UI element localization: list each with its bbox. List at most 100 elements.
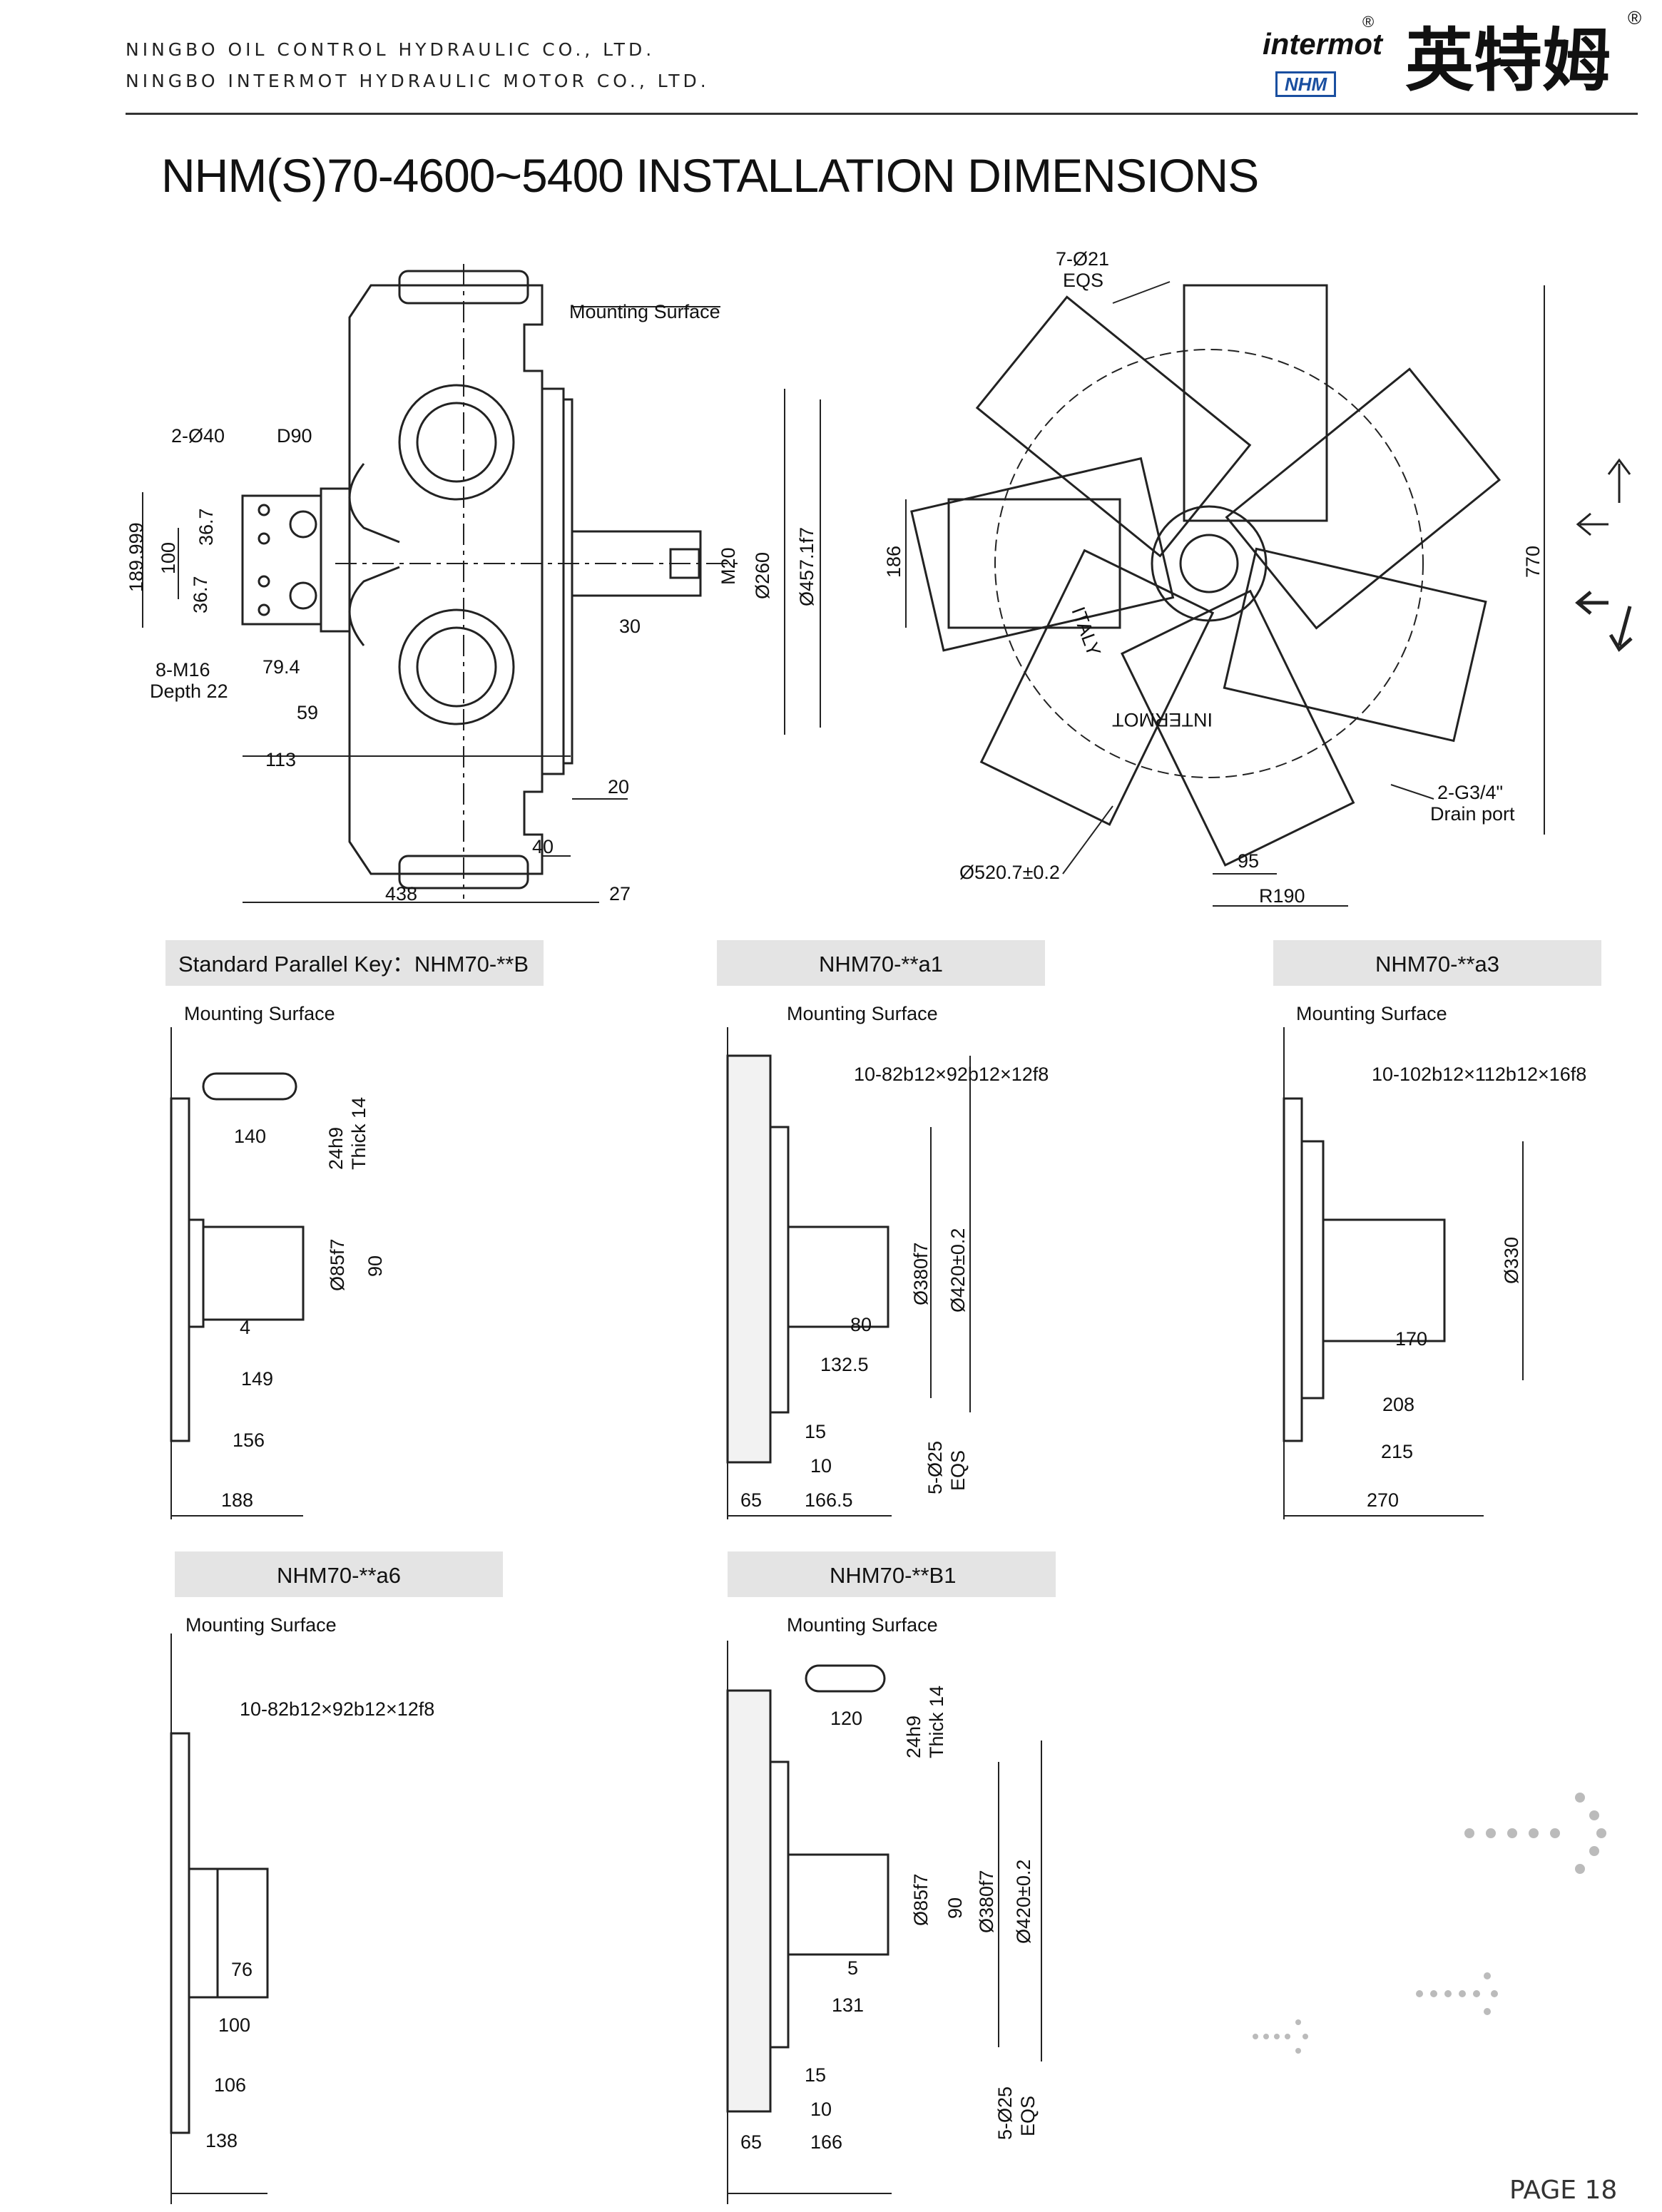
drain-label-2: Drain port [1430, 803, 1515, 825]
detail-b1-eqs: EQS [1017, 2096, 1039, 2136]
spline-shaft [1322, 1218, 1446, 1342]
detail-b1-mounting-surface: Mounting Surface [787, 1614, 938, 1636]
detail-b1-dim-65: 65 [740, 2131, 762, 2153]
shaft [787, 1853, 889, 1956]
port-hole-a [289, 510, 317, 539]
detail-a3-mounting-surface: Mounting Surface [1296, 1003, 1447, 1024]
bolt-hole [258, 603, 270, 616]
cylinder-arm [1183, 284, 1328, 522]
arrow-solid-icon [1575, 591, 1609, 615]
cylinder-arm [1120, 589, 1355, 867]
company-names: NINGBO OIL CONTROL HYDRAULIC CO., LTD. N… [126, 34, 710, 97]
arrow-outline-icon [1576, 512, 1609, 536]
dim-260-label: Ø260 [752, 552, 773, 599]
port-block-adapter [320, 487, 351, 633]
ports-label: 2-Ø40 [171, 425, 225, 447]
brand-logo: intermot ® NHM 英特姆 ® [1263, 7, 1648, 114]
detail-a1-dim-15: 15 [805, 1421, 826, 1442]
flange-step [769, 1126, 790, 1414]
dim-113-label: 113 [265, 749, 296, 770]
dim-438-label: 438 [385, 883, 417, 904]
front-view [905, 281, 1545, 907]
cylinder-cap-bottom [398, 608, 515, 725]
brand-badge: NHM [1275, 71, 1337, 97]
detail-b1-dim-131: 131 [832, 1994, 864, 2016]
detail-a6-title: NHM70-**a6 [277, 1563, 401, 1588]
page-number: PAGE 18 [1509, 2176, 1618, 2205]
detail-a1-spline: 10-82b12×92b12×12f8 [854, 1064, 1049, 1085]
detail-b-key-thick: Thick 14 [348, 1097, 369, 1170]
arrow-solid-icon [1609, 606, 1633, 652]
flange [170, 1097, 190, 1442]
detail-b1-dim-120: 120 [830, 1708, 862, 1729]
dim-79-label: 79.4 [262, 656, 300, 678]
detail-a1-dim-166: 166.5 [805, 1489, 853, 1511]
detail-a6-title-band [175, 1551, 503, 1597]
bolt-circle [994, 349, 1424, 778]
dim-59-label: 59 [297, 702, 318, 723]
d90-label: D90 [277, 425, 312, 447]
detail-a1-dim-65: 65 [740, 1489, 762, 1511]
detail-b-title: Standard Parallel Key：NHM70-**B [178, 952, 529, 977]
motor-body [348, 284, 544, 875]
drain-leader [1390, 784, 1434, 800]
depth-label: Depth 22 [150, 681, 228, 702]
eqs-label: EQS [1063, 270, 1103, 291]
detail-b1-dim-166: 166 [810, 2131, 842, 2153]
holes-label: 7-Ø21 [1056, 248, 1109, 270]
detail-a3-title-band [1273, 940, 1601, 986]
detail-a1-dim-420: Ø420±0.2 [947, 1228, 969, 1313]
holes-leader [1112, 281, 1171, 304]
brand-wordmark: intermot [1263, 27, 1382, 61]
detail-a1-title-band [717, 940, 1045, 986]
detail-a3-dim-215: 215 [1381, 1441, 1413, 1462]
shaft-end [1179, 534, 1239, 593]
port-hole-b [289, 581, 317, 610]
detail-b-dim-4: 4 [240, 1317, 250, 1338]
drain-label-1: 2-G3/4" [1437, 782, 1503, 803]
detail-a1-eqs: EQS [947, 1450, 969, 1491]
key [202, 1072, 297, 1101]
detail-b-title-band [165, 940, 544, 986]
detail-a6-spline: 10-82b12×92b12×12f8 [240, 1698, 434, 1720]
detail-b1-title-band [728, 1551, 1056, 1597]
cylinder-arm [910, 457, 1175, 652]
dim-100-label: 100 [158, 542, 179, 574]
mounting-surface-label: Mounting Surface [569, 301, 720, 322]
flange-section [726, 1689, 772, 2113]
detail-b1-dim-10: 10 [810, 2099, 832, 2120]
detail-b-dim-85: Ø85f7 [327, 1238, 348, 1291]
thread-label: 8-M16 [156, 659, 210, 681]
dim-36a-label: 36.7 [195, 508, 217, 546]
side-port-block [947, 498, 1121, 629]
detail-a6-dim-138: 138 [205, 2130, 238, 2151]
cylinder-arm [1225, 367, 1502, 630]
key [805, 1664, 886, 1693]
brand-chinese-name: 英特姆 [1405, 21, 1611, 101]
detail-b-key-size: 24h9 [325, 1127, 347, 1170]
decorative-dot-arrows [1253, 1793, 1606, 2054]
page-title: NHM(S)70-4600~5400 INSTALLATION DIMENSIO… [161, 149, 1259, 202]
detail-b-dim-156: 156 [233, 1429, 265, 1451]
detail-b-mounting-surface: Mounting Surface [184, 1003, 335, 1024]
detail-b1-dim-5: 5 [847, 1957, 858, 1979]
detail-a3-dim-208: 208 [1382, 1394, 1414, 1415]
registered-mark: ® [1362, 13, 1375, 31]
r190-label: R190 [1259, 885, 1305, 907]
detail-a3-spline: 10-102b12×112b12×16f8 [1372, 1064, 1586, 1085]
detail-b-dim-149: 149 [241, 1368, 273, 1390]
dim-189-label: 189.999 [126, 522, 147, 592]
spline-shaft [787, 1225, 889, 1328]
detail-a6-mounting-surface: Mounting Surface [185, 1614, 337, 1636]
radial-cylinders [910, 284, 1502, 867]
detail-a6 [170, 1633, 269, 2204]
detail-a1-mounting-surface: Mounting Surface [787, 1003, 938, 1024]
detail-a1 [726, 1027, 971, 1519]
detail-a3-dim-330: Ø330 [1501, 1237, 1522, 1284]
stamp-intermot: INTERMOT [1112, 709, 1213, 730]
detail-b1-dim-90: 90 [944, 1897, 966, 1919]
bolt-hole [258, 532, 270, 545]
detail-a1-dim-380: Ø380f7 [910, 1242, 932, 1305]
detail-b1 [726, 1641, 1042, 2204]
